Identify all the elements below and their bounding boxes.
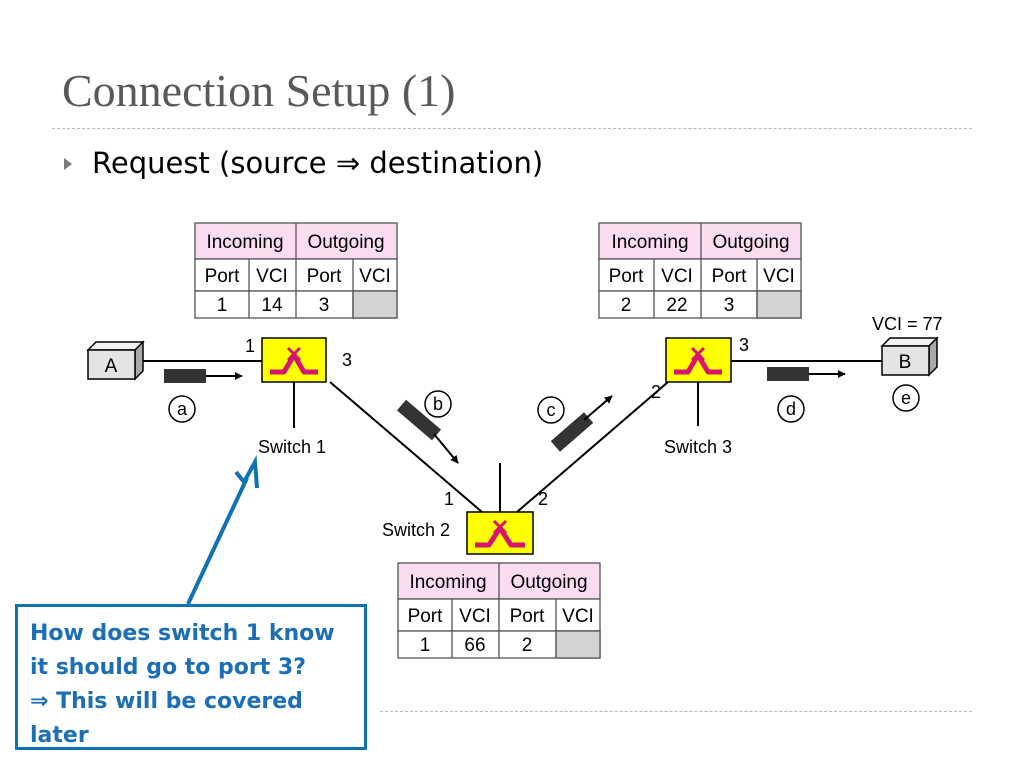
s1-port-out: 3 xyxy=(342,350,352,370)
switch2-table: Incoming Outgoing Port VCI Port VCI 1 66… xyxy=(397,562,601,659)
t2-in-vci: 66 xyxy=(464,635,485,656)
bullet-arrow-icon xyxy=(64,158,72,170)
t3-out-port: 3 xyxy=(724,295,735,316)
s2-port-in: 1 xyxy=(444,489,454,509)
s2-port-out: 2 xyxy=(538,489,548,509)
t3-in-vci: 22 xyxy=(666,295,687,316)
note-line-3: ⇒ This will be covered xyxy=(30,689,303,714)
t1-incoming-header: Incoming xyxy=(206,232,283,253)
title-divider xyxy=(52,128,972,129)
host-a-label: A xyxy=(105,356,118,377)
note-line-4: later xyxy=(30,723,89,748)
bottom-divider xyxy=(380,711,972,712)
t3-in-port: 2 xyxy=(621,295,632,316)
t2-out-port: 2 xyxy=(522,635,533,656)
t2-incoming-header: Incoming xyxy=(409,572,486,593)
t1-out-port: 3 xyxy=(319,295,330,316)
packet-b xyxy=(396,399,459,464)
switch3-table: Incoming Outgoing Port VCI Port VCI 2 22… xyxy=(598,222,802,319)
s3-port-in: 2 xyxy=(651,382,661,402)
t2-vci-header-out: VCI xyxy=(562,606,594,627)
packet-a xyxy=(164,369,243,383)
step-a-label: a xyxy=(177,399,188,419)
t1-vci-header-in: VCI xyxy=(256,266,288,287)
t1-in-vci: 14 xyxy=(261,295,283,316)
t3-vci-header-in: VCI xyxy=(661,266,693,287)
note-callout: How does switch 1 know it should go to p… xyxy=(15,604,367,750)
switch-3 xyxy=(665,337,732,383)
switch-2-label: Switch 2 xyxy=(382,520,450,540)
slide-title: Connection Setup (1) xyxy=(62,65,456,116)
switch-1-label: Switch 1 xyxy=(258,437,326,457)
host-a: A xyxy=(86,340,145,381)
bullet-text: Request (source ⇒ destination) xyxy=(92,146,544,180)
t3-vci-header-out: VCI xyxy=(763,266,795,287)
t1-port-header-out: Port xyxy=(307,266,343,287)
t3-port-header-in: Port xyxy=(609,266,645,287)
t2-outgoing-header: Outgoing xyxy=(510,572,587,593)
t3-outgoing-header: Outgoing xyxy=(712,232,789,253)
t2-in-port: 1 xyxy=(420,635,431,656)
t2-vci-header-in: VCI xyxy=(459,606,491,627)
t2-port-header-in: Port xyxy=(408,606,444,627)
t3-incoming-header: Incoming xyxy=(611,232,688,253)
step-d-label: d xyxy=(786,399,796,419)
packet-c xyxy=(550,395,613,452)
s1-port-in: 1 xyxy=(245,336,255,356)
s3-port-out: 3 xyxy=(739,335,749,355)
t1-port-header-in: Port xyxy=(205,266,241,287)
t1-outgoing-header: Outgoing xyxy=(307,232,384,253)
step-e-label: e xyxy=(901,388,911,408)
vci-77-label: VCI = 77 xyxy=(872,314,943,334)
switch1-table: Incoming Outgoing Port VCI Port VCI 1 14… xyxy=(194,222,398,319)
t1-in-port: 1 xyxy=(217,295,228,316)
switch-1 xyxy=(261,337,327,383)
t2-port-header-out: Port xyxy=(510,606,546,627)
t3-port-header-out: Port xyxy=(712,266,748,287)
host-b: B xyxy=(880,336,939,377)
callout-arrow xyxy=(186,455,259,605)
links xyxy=(142,360,882,513)
packet-d xyxy=(767,367,846,381)
t1-vci-header-out: VCI xyxy=(359,266,391,287)
step-b-label: b xyxy=(433,394,443,414)
host-b-label: B xyxy=(899,352,912,373)
switch-2 xyxy=(466,511,534,555)
switch-3-label: Switch 3 xyxy=(664,437,732,457)
note-line-1: How does switch 1 know xyxy=(30,621,335,646)
note-line-2: it should go to port 3? xyxy=(30,655,306,680)
step-c-label: c xyxy=(547,400,556,420)
